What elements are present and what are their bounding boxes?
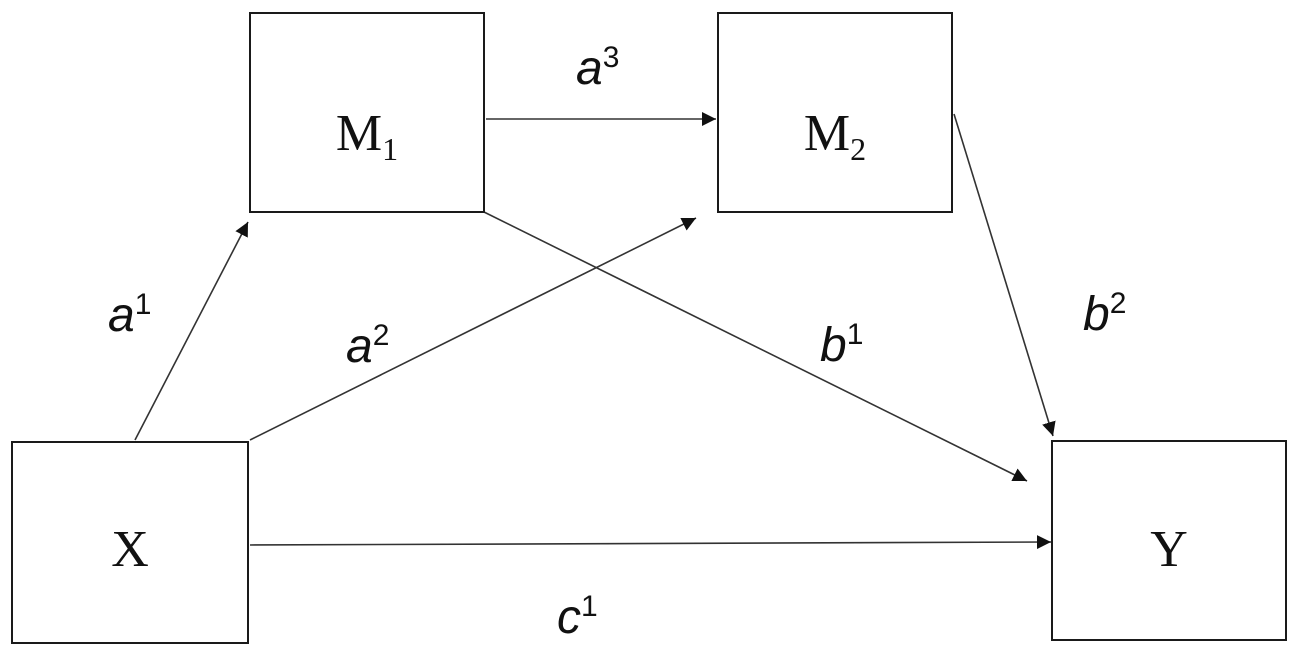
path-a1-superscript: 1: [135, 288, 152, 321]
node-y-box: [1051, 440, 1287, 641]
path-label-a3: a3: [576, 41, 619, 95]
arrow-c1: [249, 535, 1052, 550]
node-m2: M2: [717, 12, 953, 213]
path-label-c1: c1: [557, 590, 598, 644]
node-y-label: Y: [1150, 521, 1188, 578]
path-b2-symbol: b: [1083, 288, 1110, 341]
node-m1-subscript: 1: [382, 131, 398, 167]
node-m1: M1: [249, 12, 485, 213]
node-m1-box: [249, 12, 485, 213]
arrow-a1: [134, 221, 249, 441]
path-b1-symbol: b: [820, 319, 847, 372]
path-c1-superscript: 1: [581, 590, 598, 623]
node-m2-letter: M: [804, 105, 850, 162]
path-a3-superscript: 3: [603, 41, 620, 74]
path-b2-superscript: 2: [1110, 287, 1127, 320]
path-a3-symbol: a: [576, 42, 603, 95]
path-b1-superscript: 1: [847, 318, 864, 351]
arrow-b1: [483, 211, 1028, 482]
arrow-a2: [249, 217, 697, 441]
node-x-label: X: [111, 521, 149, 578]
node-x: X: [11, 441, 249, 644]
path-a2-superscript: 2: [373, 319, 390, 352]
node-x-box: [11, 441, 249, 644]
path-a1-symbol: a: [108, 289, 135, 342]
path-label-a1: a1: [108, 288, 151, 342]
path-label-b1: b1: [820, 318, 863, 372]
node-m1-letter: M: [336, 105, 382, 162]
arrow-b2: [953, 113, 1056, 437]
path-label-b2: b2: [1083, 287, 1126, 341]
path-label-a2: a2: [346, 319, 389, 373]
path-a2-symbol: a: [346, 320, 373, 373]
node-m2-label: M2: [804, 105, 866, 167]
node-m2-subscript: 2: [850, 131, 866, 167]
node-m1-label: M1: [336, 105, 398, 167]
node-m2-box: [717, 12, 953, 213]
path-c1-symbol: c: [557, 591, 581, 644]
node-y: Y: [1051, 440, 1287, 641]
